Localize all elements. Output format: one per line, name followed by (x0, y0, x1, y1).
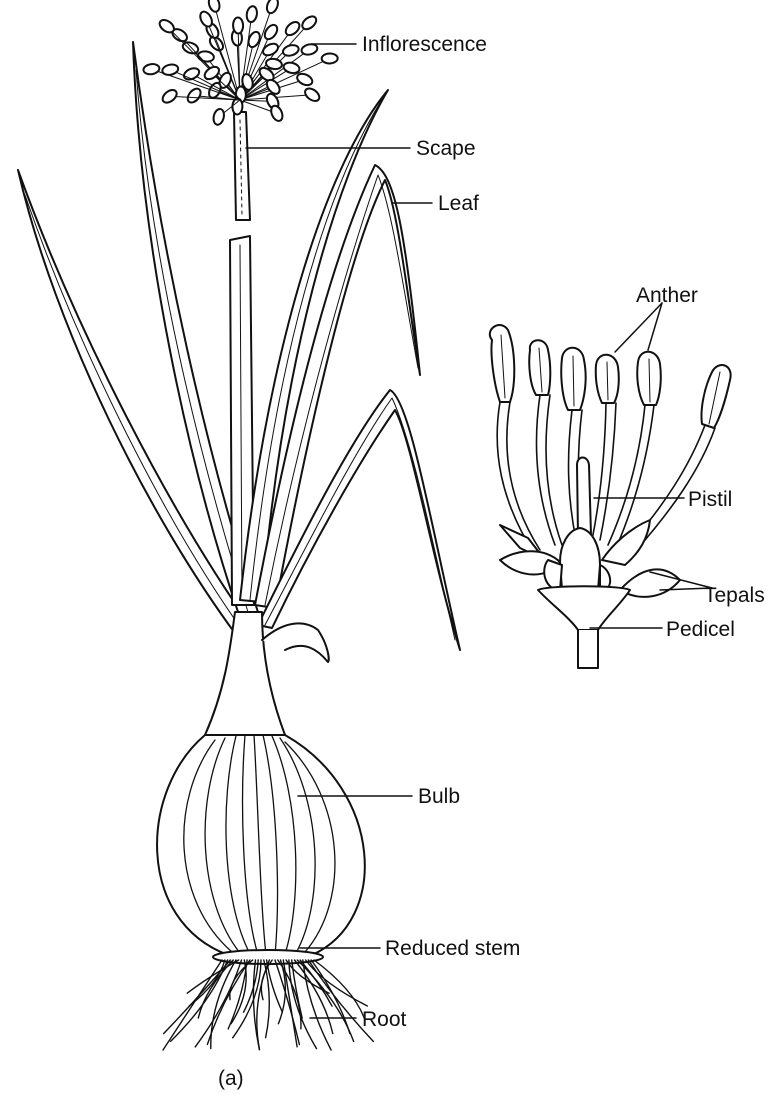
root-strand (257, 960, 270, 1050)
receptacle (538, 586, 630, 668)
flower-bud (232, 98, 243, 114)
filaments (497, 395, 715, 555)
figure-caption: (a) (218, 1067, 244, 1090)
flower-bud (269, 104, 285, 123)
flower-bud (303, 86, 322, 104)
leaf-far-left (18, 170, 252, 640)
label-pedicel: Pedicel (666, 618, 735, 641)
label-leaf: Leaf (438, 192, 479, 215)
flower-bud (246, 30, 262, 49)
flower-bud (283, 61, 301, 74)
root-strand (311, 960, 350, 1034)
bulb-neck (205, 612, 329, 735)
flower-bud (161, 63, 179, 76)
flower-bud (198, 10, 214, 29)
scape (234, 112, 250, 220)
flower-bud (262, 23, 279, 42)
inflorescence-umbel (143, 0, 338, 126)
label-reduced-stem: Reduced stem (385, 937, 520, 960)
label-inflorescence: Inflorescence (362, 33, 487, 56)
label-bulb: Bulb (418, 785, 460, 808)
flower-bud (207, 0, 221, 13)
flower-bud (160, 87, 179, 105)
flower-bud (322, 53, 338, 63)
label-scape: Scape (416, 137, 476, 160)
flower-bud (246, 5, 259, 22)
roots (163, 960, 373, 1050)
flower-bud (261, 41, 280, 57)
label-anther: Anther (636, 284, 698, 307)
label-root: Root (362, 1008, 407, 1031)
label-pistil: Pistil (688, 488, 732, 511)
flower-bud (295, 72, 314, 88)
flower-bud (212, 108, 226, 126)
flower-bud (233, 17, 244, 33)
flower-bud (143, 63, 160, 75)
anthers (490, 325, 731, 428)
flower-bud (265, 0, 280, 15)
flower-bud (282, 43, 300, 57)
pistil (577, 458, 591, 536)
flower-bud (185, 86, 203, 105)
flower-bud (300, 14, 319, 32)
root-strand (163, 960, 222, 1050)
flower-bud (283, 19, 302, 37)
label-tepals: Tepals (704, 584, 765, 607)
bulb (157, 735, 365, 955)
